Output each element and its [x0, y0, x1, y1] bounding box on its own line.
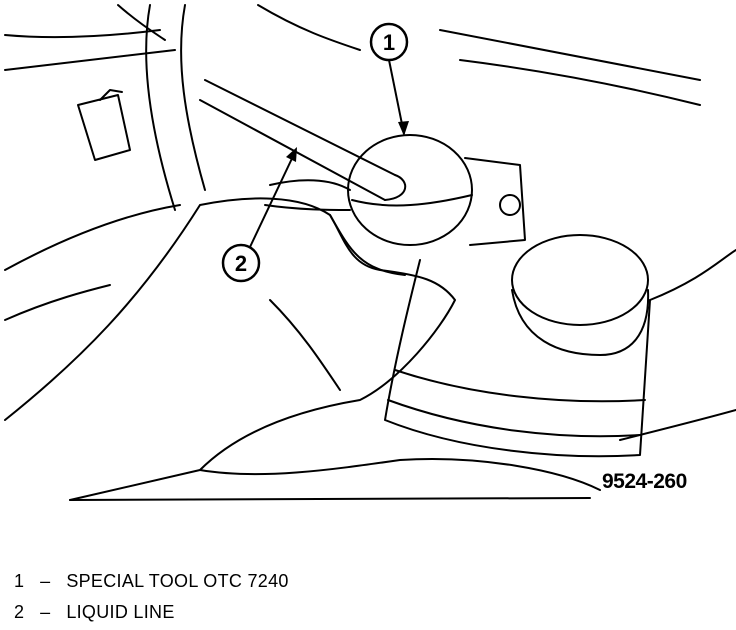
technician-hand	[4, 197, 456, 501]
line-drawing-figure: 1 2	[4, 4, 736, 501]
callout-2-circle	[221, 243, 261, 283]
steering-wheel-rim	[145, 4, 176, 211]
hose-bracket	[77, 94, 131, 161]
legend-item-number: 2	[14, 602, 25, 622]
legend: 1–SPECIAL TOOL OTC 7240 2–LIQUID LINE	[14, 566, 289, 628]
background-hose	[4, 29, 161, 39]
callout-1-leader	[388, 59, 405, 135]
reservoir-cap	[511, 234, 649, 326]
callout-1-number: 1	[383, 30, 395, 55]
legend-item: 1–SPECIAL TOOL OTC 7240	[14, 566, 289, 597]
legend-item: 2–LIQUID LINE	[14, 597, 289, 628]
figure-id: 9524-260	[602, 470, 687, 493]
liquid-line	[269, 179, 351, 191]
callout-2-number: 2	[235, 251, 247, 276]
legend-item-number: 1	[14, 571, 25, 591]
callout-1: 1	[369, 22, 409, 136]
legend-item-text: SPECIAL TOOL OTC 7240	[66, 571, 289, 591]
reservoir	[384, 259, 651, 458]
callout-2: 2	[221, 147, 297, 283]
tool-handle	[204, 79, 396, 176]
callout-2-leader	[249, 149, 297, 248]
legend-item-separator: –	[40, 602, 51, 622]
legend-item-text: LIQUID LINE	[66, 602, 175, 622]
special-tool-body	[347, 134, 473, 246]
legend-item-separator: –	[40, 571, 51, 591]
